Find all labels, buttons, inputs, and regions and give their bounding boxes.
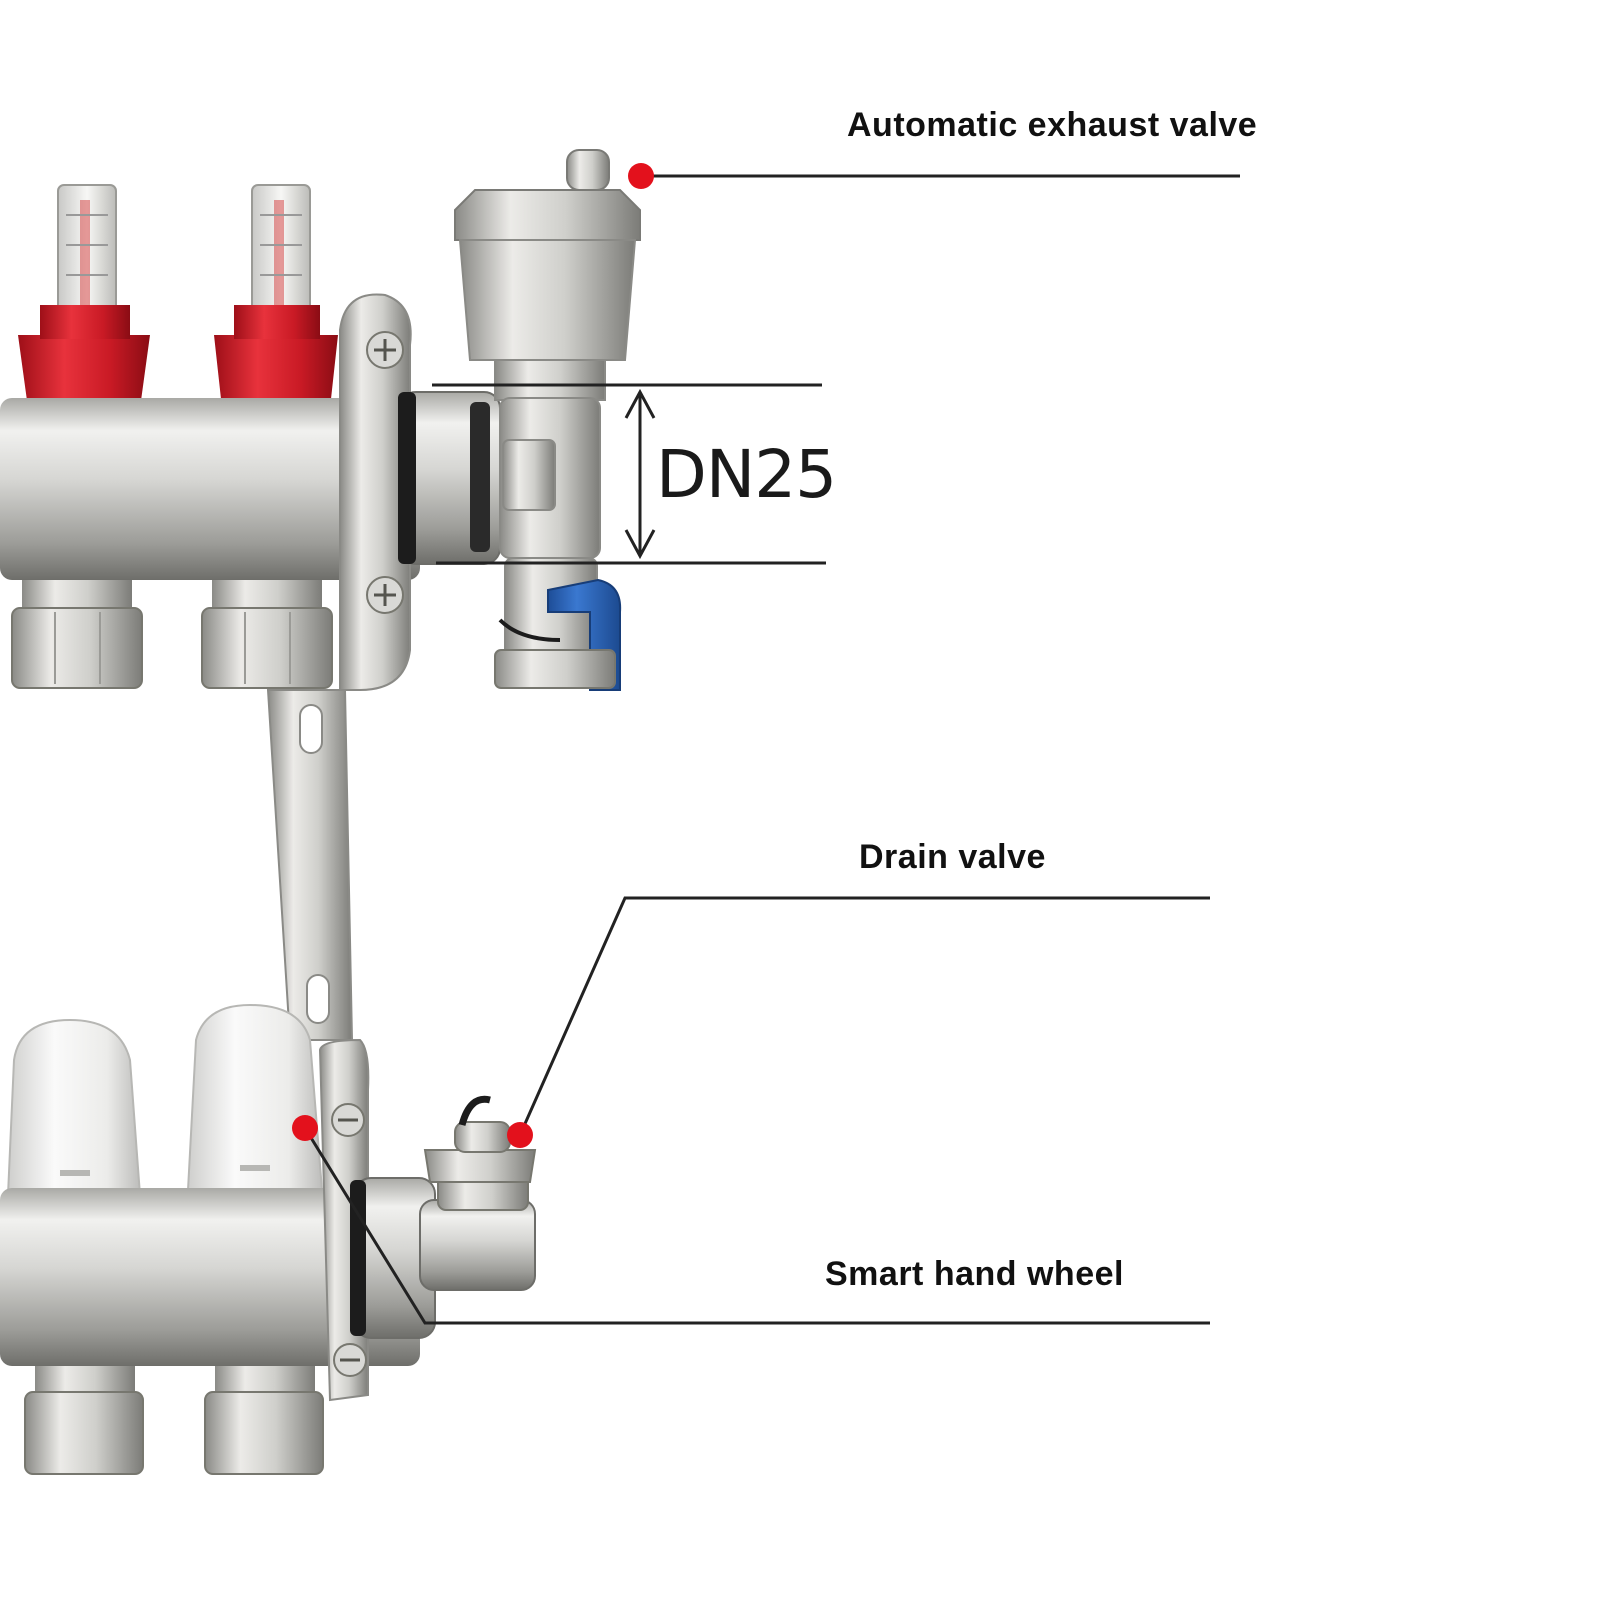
callout-hand-wheel-dot: [292, 1115, 318, 1141]
return-fitting-1: [24, 1366, 144, 1475]
supply-manifold: [0, 184, 501, 691]
hand-wheel-cap-icon: [6, 1003, 324, 1196]
flow-meter-1: [18, 184, 150, 408]
return-fitting-2: [204, 1366, 324, 1475]
callout-exhaust-dot: [628, 163, 654, 189]
drain-valve-label: Drain valve: [859, 838, 1046, 876]
mounting-bracket: [266, 689, 354, 1041]
drain-ball-valve-icon: [494, 557, 622, 691]
drain-valve-cap: [423, 1095, 537, 1211]
callout-hand-wheel-leader: [292, 1115, 1210, 1325]
exhaust-valve-label: Automatic exhaust valve: [847, 106, 1258, 144]
return-manifold: [0, 1003, 537, 1475]
automatic-air-vent-icon: [454, 149, 641, 559]
hand-wheel-label: Smart hand wheel: [825, 1255, 1124, 1293]
outlet-fitting-2: [201, 580, 333, 689]
callout-exhaust-leader: [628, 163, 1240, 189]
callout-drain-leader: [507, 896, 1210, 1148]
dimension-label: DN25: [656, 436, 837, 513]
callout-drain-dot: [507, 1122, 533, 1148]
outlet-fitting-1: [11, 580, 143, 689]
flow-meter-2: [214, 184, 338, 408]
dimension-marker: [432, 383, 826, 565]
